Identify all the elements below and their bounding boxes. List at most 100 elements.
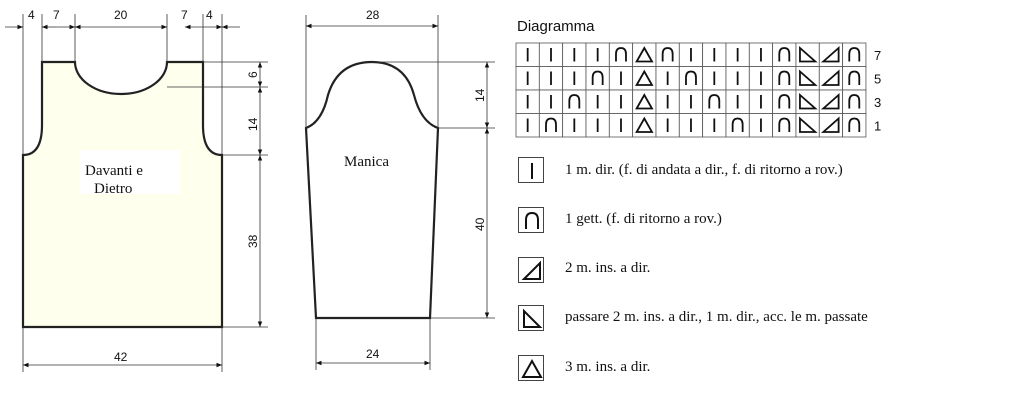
legend-knit-box (518, 157, 544, 183)
dim-body-neck-depth: 6 (246, 71, 260, 78)
grid-cell (772, 113, 797, 138)
grid-cell (515, 113, 540, 138)
yarn-over-symbol-icon (848, 47, 861, 62)
grid-cell (562, 66, 587, 91)
grid-cell (702, 89, 727, 114)
grid-cell (562, 42, 587, 67)
grid-cell (585, 42, 610, 67)
body-top-dimensions (5, 14, 240, 155)
grid-cell (515, 89, 540, 114)
k3tog-symbol-icon (635, 93, 654, 110)
legend-k2tog-text: 2 m. ins. a dir. (565, 260, 651, 276)
grid-cell (702, 113, 727, 138)
body-label-line1: Davanti e (85, 163, 143, 179)
grid-cell (795, 66, 820, 91)
body-right-dimensions (167, 61, 268, 328)
knit-symbol-icon (531, 163, 533, 179)
grid-cell (585, 113, 610, 138)
grid-cell (515, 66, 540, 91)
dim-body-4-right: 4 (206, 8, 213, 22)
yarn-over-symbol-icon (731, 117, 744, 132)
dim-body-7-right: 7 (181, 8, 188, 22)
grid-cell (515, 42, 540, 67)
grid-cell (818, 66, 844, 91)
legend-yarnover-text: 1 gett. (f. di ritorno a rov.) (565, 211, 722, 227)
yarn-over-symbol-icon (848, 70, 861, 85)
dim-sleeve-length: 40 (473, 217, 487, 231)
grid-cell (585, 66, 610, 91)
grid-cell (842, 113, 867, 138)
skpo-symbol-icon (799, 116, 818, 133)
grid-cell (632, 66, 657, 91)
grid-cell (678, 113, 704, 138)
legend-knit-text: 1 m. dir. (f. di andata a dir., f. di ri… (565, 162, 843, 178)
grid-cell (655, 66, 680, 91)
body-outline (21, 60, 224, 329)
grid-cell (748, 66, 774, 91)
skpo-symbol-icon (799, 93, 818, 110)
k2tog-symbol-icon (820, 69, 840, 86)
dim-body-side: 38 (246, 234, 260, 248)
grid-cell (585, 89, 610, 114)
grid-cell (748, 113, 774, 138)
grid-cell (608, 66, 634, 91)
grid-cell (538, 89, 564, 114)
grid-cell (655, 89, 680, 114)
grid-cell (725, 113, 750, 138)
yarn-over-symbol-icon (685, 70, 697, 85)
body-bottom-dimension (22, 327, 223, 372)
grid-cell (678, 42, 704, 67)
grid-cell (678, 66, 704, 91)
grid-cell (632, 113, 657, 138)
grid-cell (772, 89, 797, 114)
row-number: 5 (874, 72, 881, 87)
dim-body-neck: 20 (114, 8, 128, 22)
grid-cell (725, 42, 750, 67)
grid-cell (772, 66, 797, 91)
dim-sleeve-cap: 14 (473, 88, 487, 102)
yarn-over-symbol-icon (525, 211, 539, 229)
legend-yarnover-box (518, 207, 544, 233)
sleeve-dimensions (305, 15, 495, 370)
yarn-over-symbol-icon (661, 47, 674, 62)
grid-cell (725, 89, 750, 114)
k3tog-symbol-icon (635, 46, 654, 63)
yarn-over-symbol-icon (615, 47, 627, 62)
yarn-over-symbol-icon (778, 70, 791, 85)
dim-body-7-left: 7 (53, 8, 60, 22)
sleeve-label: Manica (344, 154, 389, 170)
sleeve-piece: Manica (304, 60, 440, 320)
k3tog-symbol-icon (521, 358, 543, 378)
grid-cell (632, 89, 657, 114)
yarn-over-symbol-icon (778, 47, 791, 62)
grid-cell (795, 113, 820, 138)
yarn-over-symbol-icon (848, 94, 861, 109)
k3tog-symbol-icon (635, 69, 654, 86)
legend-k3tog-text: 3 m. ins. a dir. (565, 359, 651, 375)
grid-cell (818, 42, 844, 67)
skpo-symbol-icon (799, 69, 818, 86)
yarn-over-symbol-icon (545, 117, 557, 132)
row-number: 7 (874, 48, 881, 63)
yarn-over-symbol-icon (778, 117, 791, 132)
dim-body-armhole: 14 (246, 117, 260, 131)
grid-cell (702, 66, 727, 91)
k2tog-symbol-icon (820, 93, 840, 110)
yarn-over-symbol-icon (778, 94, 791, 109)
stitch-grid (515, 42, 867, 138)
grid-cell (655, 113, 680, 138)
dim-sleeve-top: 28 (366, 8, 380, 22)
k2tog-symbol-icon (820, 116, 840, 133)
grid-cell (678, 89, 704, 114)
row-number: 1 (874, 119, 881, 134)
grid-cell (608, 89, 634, 114)
yarn-over-symbol-icon (568, 94, 581, 109)
dim-body-width: 42 (114, 350, 128, 364)
grid-cell (538, 42, 564, 67)
grid-cell (608, 42, 634, 67)
yarn-over-symbol-icon (848, 117, 861, 132)
grid-cell (842, 42, 867, 67)
